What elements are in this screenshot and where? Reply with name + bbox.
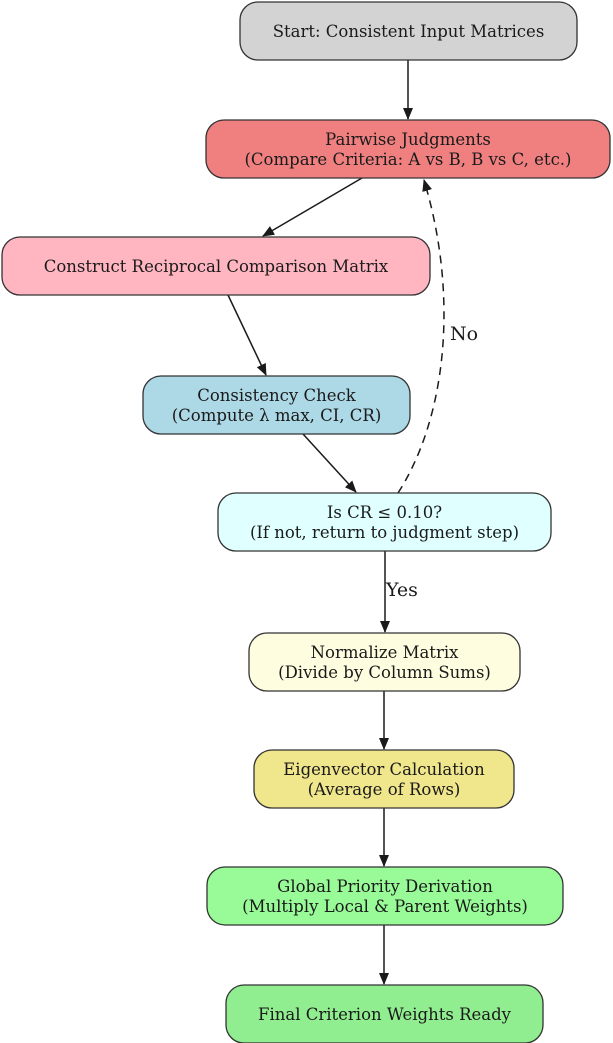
- node-label-construct-line-1: Construct Reciprocal Comparison Matrix: [44, 257, 389, 276]
- edge-consistency-to-cr-decision: [302, 433, 357, 493]
- node-label-cr-decision-line-1: Is CR ≤ 0.10?: [327, 503, 442, 522]
- node-label-normalize-line-1: Normalize Matrix: [311, 643, 460, 662]
- node-label-global-line-2: (Multiply Local & Parent Weights): [242, 897, 528, 916]
- node-pairwise: Pairwise Judgments(Compare Criteria: A v…: [205, 119, 611, 179]
- node-label-eigenvector-line-1: Eigenvector Calculation: [283, 760, 485, 779]
- node-consistency: Consistency Check(Compute λ max, CI, CR): [142, 375, 411, 435]
- node-construct: Construct Reciprocal Comparison Matrix: [1, 236, 431, 296]
- node-label-global-line-1: Global Priority Derivation: [277, 877, 493, 896]
- node-global: Global Priority Derivation(Multiply Loca…: [206, 866, 564, 926]
- node-label-cr-decision-line-2: (If not, return to judgment step): [250, 523, 519, 542]
- node-box-cr-decision: [217, 492, 552, 552]
- node-box-global: [206, 866, 564, 926]
- node-label-pairwise-line-2: (Compare Criteria: A vs B, B vs C, etc.): [245, 150, 572, 169]
- node-label-final-line-1: Final Criterion Weights Ready: [258, 1005, 512, 1024]
- node-box-pairwise: [205, 119, 611, 179]
- node-box-construct: [1, 236, 431, 296]
- node-label-start-line-1: Start: Consistent Input Matrices: [273, 22, 545, 41]
- node-label-pairwise-line-1: Pairwise Judgments: [325, 130, 491, 149]
- node-start: Start: Consistent Input Matrices: [239, 1, 578, 61]
- edge-pairwise-to-construct: [262, 177, 363, 237]
- edge-construct-to-consistency: [227, 294, 267, 376]
- node-normalize: Normalize Matrix(Divide by Column Sums): [248, 632, 521, 692]
- node-box-normalize: [248, 632, 521, 692]
- node-label-eigenvector-line-2: (Average of Rows): [308, 780, 461, 799]
- edge-label-yes: Yes: [385, 579, 418, 601]
- edge-cr-decision-to-pairwise: [397, 179, 445, 494]
- node-box-eigenvector: [253, 749, 515, 809]
- node-label-consistency-line-2: (Compute λ max, CI, CR): [172, 406, 382, 425]
- node-eigenvector: Eigenvector Calculation(Average of Rows): [253, 749, 515, 809]
- node-label-normalize-line-2: (Divide by Column Sums): [278, 663, 491, 682]
- node-box-consistency: [142, 375, 411, 435]
- node-box-final: [225, 984, 544, 1043]
- edge-label-no: No: [450, 323, 478, 345]
- node-label-consistency-line-1: Consistency Check: [197, 386, 356, 405]
- node-box-start: [239, 1, 578, 61]
- node-cr-decision: Is CR ≤ 0.10?(If not, return to judgment…: [217, 492, 552, 552]
- node-final: Final Criterion Weights Ready: [225, 984, 544, 1043]
